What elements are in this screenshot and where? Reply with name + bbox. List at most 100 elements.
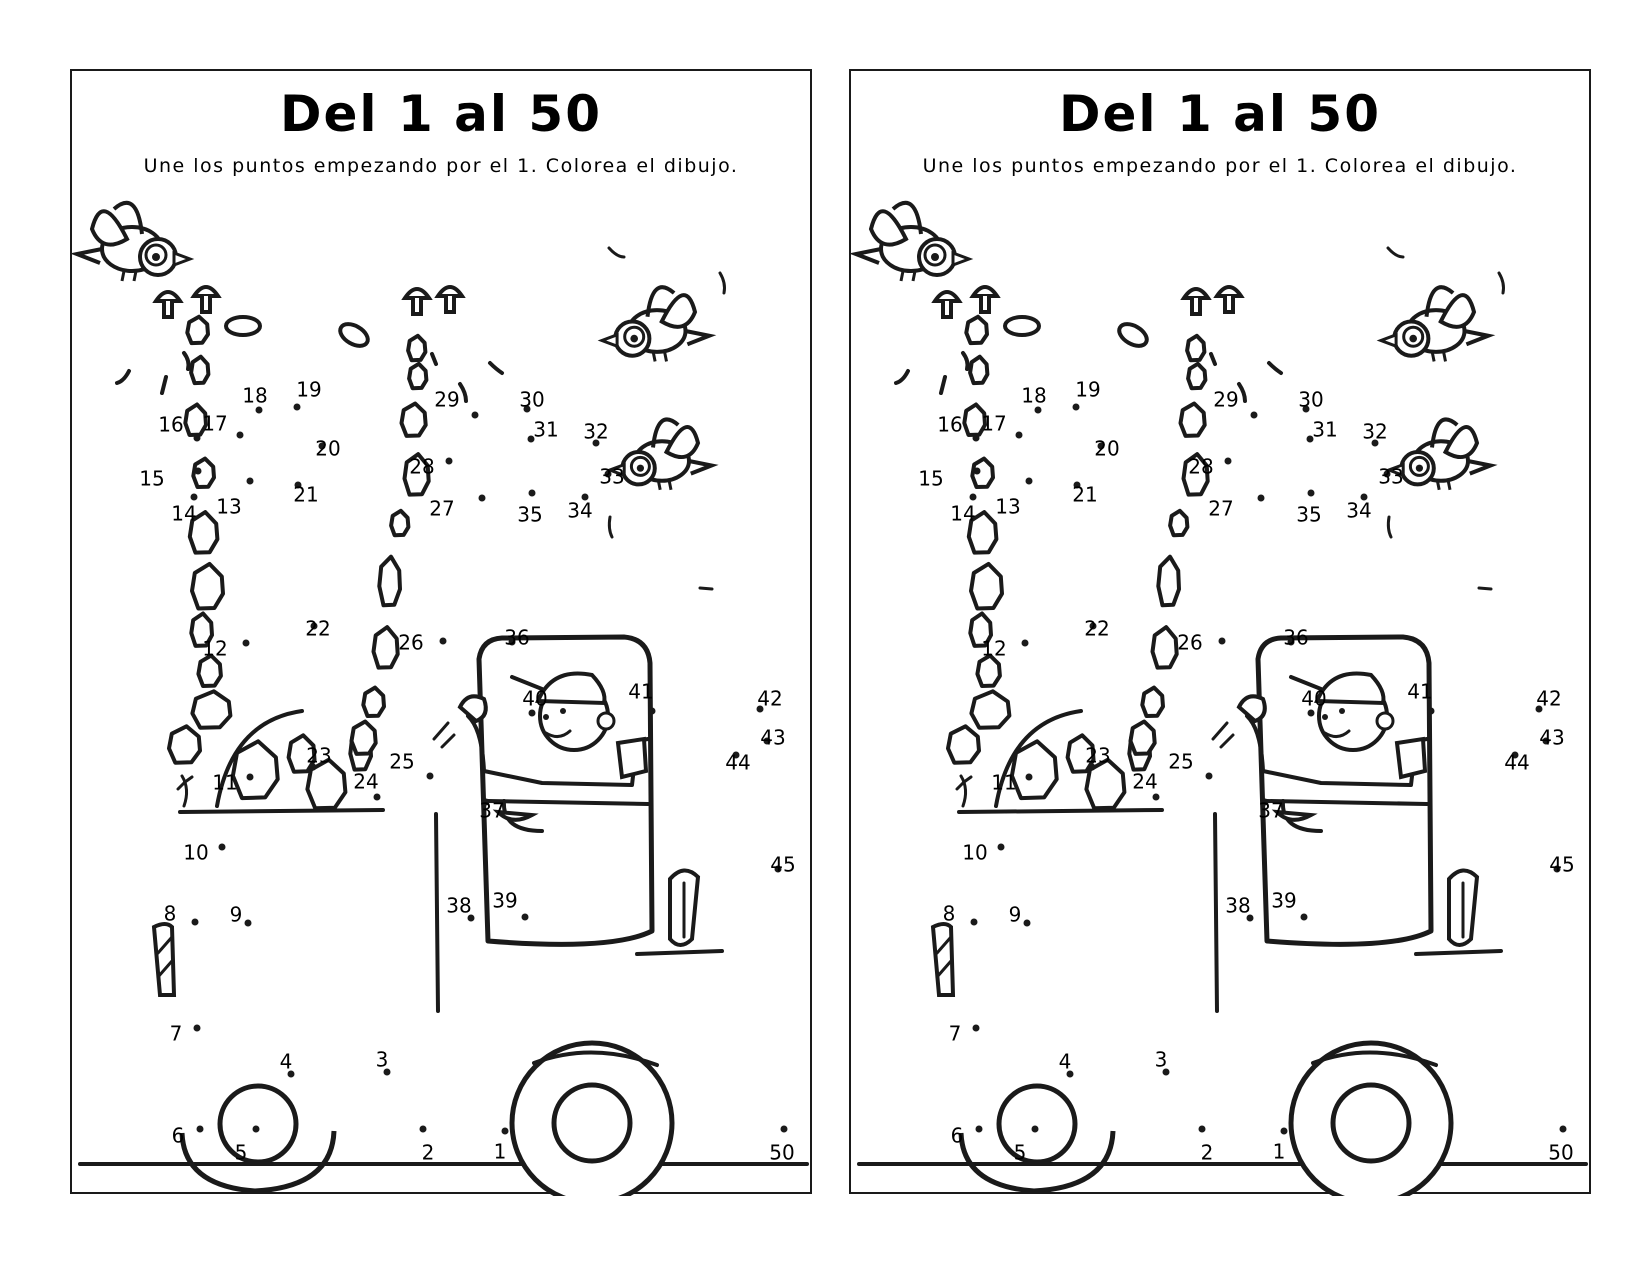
dot-label-2: 2 <box>422 1141 435 1165</box>
truck-cab <box>476 634 655 947</box>
dot-25 <box>426 772 434 780</box>
dot-35 <box>1307 489 1315 497</box>
dot-label-32: 32 <box>583 420 608 444</box>
truck-hook <box>180 774 189 808</box>
dot-label-7: 7 <box>949 1022 962 1046</box>
dot-16 <box>193 434 201 442</box>
dot-30 <box>1302 405 1310 413</box>
rock-icon <box>1140 685 1165 718</box>
dot-19 <box>293 403 301 411</box>
dot-27 <box>1257 494 1265 502</box>
dot-12 <box>242 639 250 647</box>
dot-37 <box>1261 798 1269 806</box>
dot-label-31: 31 <box>533 418 558 442</box>
dot-label-45: 45 <box>1549 853 1574 877</box>
arc-mark <box>961 351 970 371</box>
truck-hook <box>176 775 194 791</box>
dot-36 <box>1287 638 1295 646</box>
rock-icon <box>1065 733 1096 774</box>
rock-icon <box>946 724 981 765</box>
dot-39 <box>1300 913 1308 921</box>
dot-31 <box>527 435 535 443</box>
dot-17 <box>236 431 244 439</box>
dot-34 <box>581 493 589 501</box>
leaf-icon <box>224 315 262 337</box>
mushroom-icon <box>969 285 1001 314</box>
rock-icon <box>399 401 428 438</box>
mushroom-icon <box>152 290 184 319</box>
dot-31 <box>1306 435 1314 443</box>
dot-label-43: 43 <box>760 726 785 750</box>
dot-label-11: 11 <box>212 771 237 795</box>
dot-label-17: 17 <box>981 412 1006 436</box>
rock-icon <box>966 510 999 555</box>
motion-line <box>698 586 714 591</box>
rock-icon <box>970 456 995 489</box>
rock-icon <box>964 314 989 346</box>
dot-label-5: 5 <box>1014 1141 1027 1165</box>
dot-label-38: 38 <box>446 894 471 918</box>
rock-icon <box>1156 554 1181 608</box>
arc-mark <box>1209 352 1217 366</box>
dot-label-39: 39 <box>1271 889 1296 913</box>
dot-label-13: 13 <box>216 495 241 519</box>
dot-label-27: 27 <box>429 497 454 521</box>
dot-label-35: 35 <box>517 503 542 527</box>
dot-label-10: 10 <box>183 841 208 865</box>
dot-12 <box>1021 639 1029 647</box>
dot-label-16: 16 <box>937 413 962 437</box>
truck-bed-top <box>957 808 1164 814</box>
rock-icon <box>402 452 431 497</box>
dot-label-26: 26 <box>398 631 423 655</box>
dot-label-18: 18 <box>1021 384 1046 408</box>
dot-42 <box>1535 705 1543 713</box>
mushroom-icon <box>434 285 466 314</box>
dot-label-40: 40 <box>1301 687 1326 711</box>
rock-icon <box>371 625 400 670</box>
dot-23 <box>1088 763 1096 771</box>
driver-icon <box>432 671 650 787</box>
dot-label-12: 12 <box>981 637 1006 661</box>
rock-icon <box>968 611 993 648</box>
dot-14 <box>190 493 198 501</box>
rock-icon <box>1009 739 1059 801</box>
dot-38 <box>1246 914 1254 922</box>
dot-24 <box>373 793 381 801</box>
dot-43 <box>1542 737 1550 745</box>
cab-post <box>1213 812 1219 1013</box>
dot-41 <box>648 707 656 715</box>
dot-50 <box>1559 1125 1567 1133</box>
worksheet-instructions: Une los puntos empezando por el 1. Color… <box>143 155 739 177</box>
dot-4 <box>1066 1070 1074 1078</box>
dot-label-42: 42 <box>757 687 782 711</box>
rock-icon <box>1168 508 1190 538</box>
dot-label-44: 44 <box>1504 751 1529 775</box>
dot-7 <box>193 1024 201 1032</box>
rock-icon <box>196 653 223 688</box>
rock-icon <box>1178 401 1207 438</box>
mushroom-icon <box>401 287 433 316</box>
arc-mark <box>1237 382 1247 403</box>
dot-17 <box>1015 431 1023 439</box>
dot-label-1: 1 <box>494 1140 507 1164</box>
dot-21 <box>1073 481 1081 489</box>
dot-label-3: 3 <box>1155 1048 1168 1072</box>
dot-label-33: 33 <box>599 465 624 489</box>
driver-smile <box>544 729 572 738</box>
worksheet-instructions: Une los puntos empezando por el 1. Color… <box>922 155 1518 177</box>
dot-8 <box>191 918 199 926</box>
dot-18 <box>255 406 263 414</box>
worksheet-left: Del 1 al 50 Une los puntos empezando por… <box>70 69 812 1196</box>
rock-icon <box>189 354 211 386</box>
dot-45 <box>774 865 782 873</box>
dot-label-25: 25 <box>1168 750 1193 774</box>
truck-hook <box>955 775 973 791</box>
dot-label-45: 45 <box>770 853 795 877</box>
tail-light-icon <box>930 922 956 997</box>
dot-label-8: 8 <box>164 902 177 926</box>
wheel-icon <box>1288 1040 1454 1196</box>
dot-label-23: 23 <box>1085 744 1110 768</box>
dot-22 <box>1089 622 1097 630</box>
arc-mark <box>1267 361 1283 375</box>
